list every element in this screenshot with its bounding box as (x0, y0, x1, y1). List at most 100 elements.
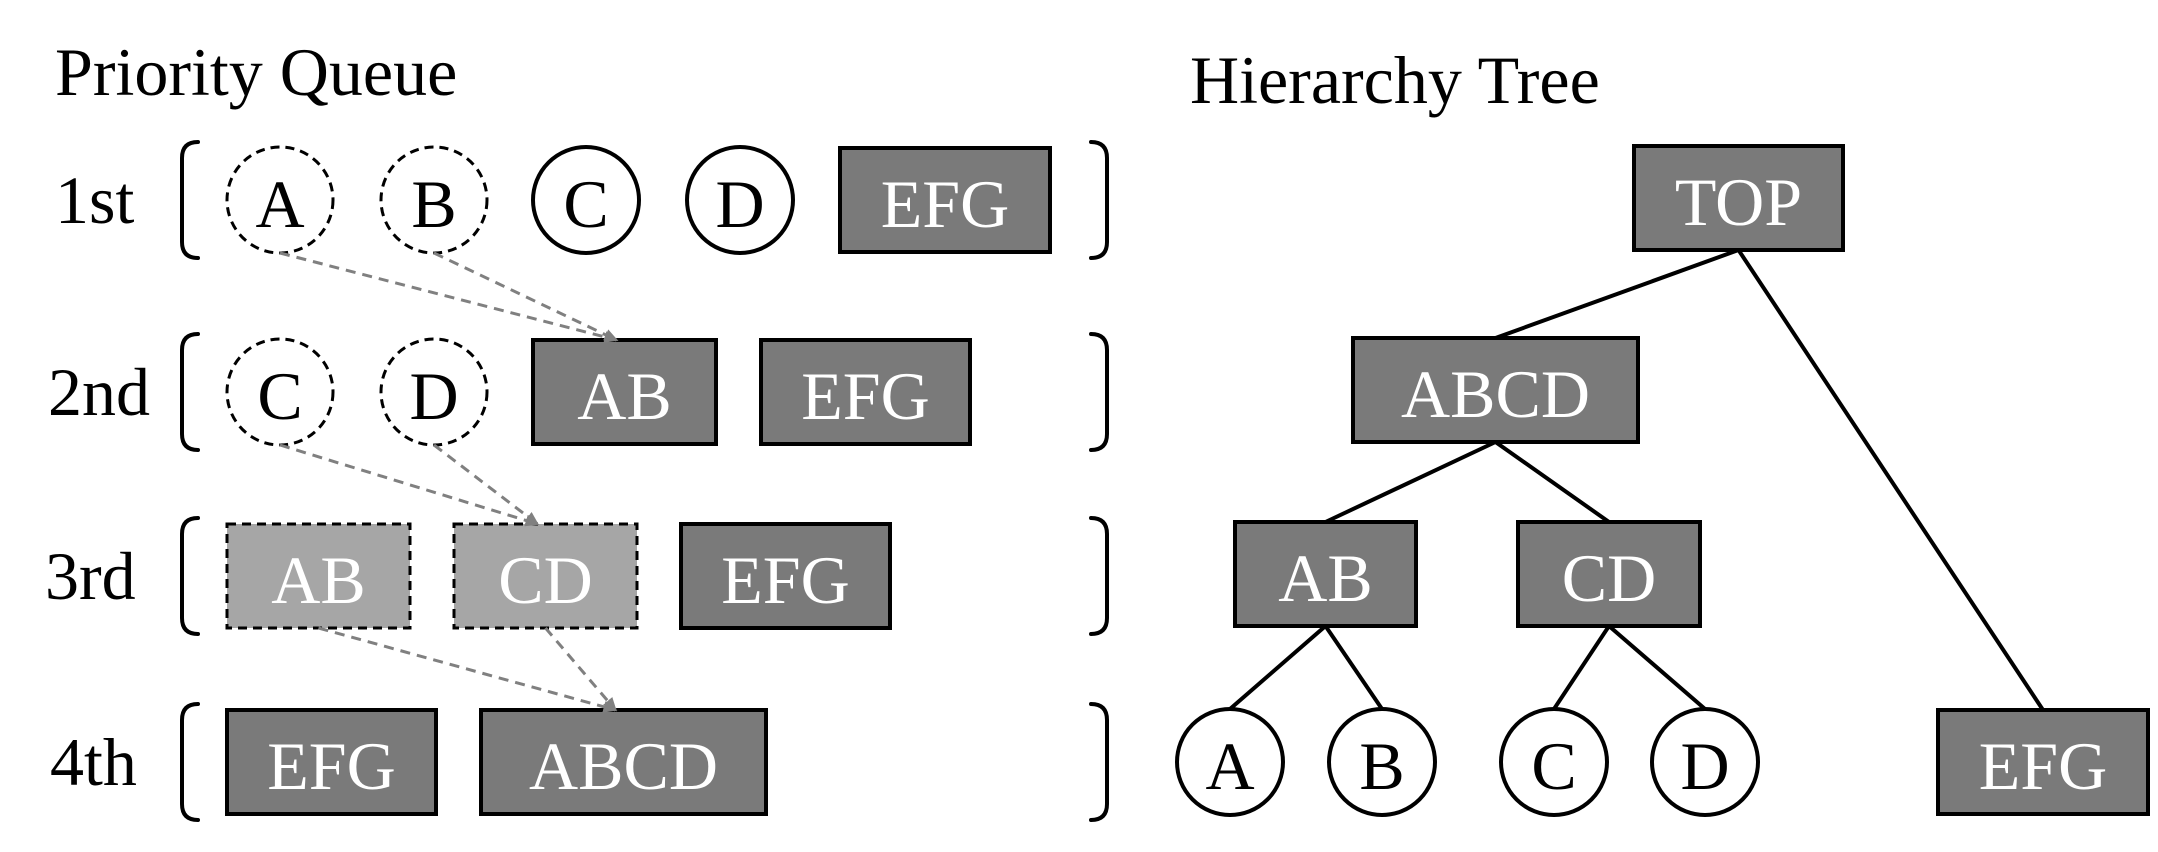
right-bracket (1089, 702, 1109, 822)
tree-node-a: A (1175, 707, 1285, 817)
queue-row-3rd: 3rd AB CD EFG (45, 516, 1109, 636)
queue-item-ab: AB (531, 338, 718, 446)
tree-node-cd: CD (1516, 520, 1702, 628)
tree-node-efg: EFG (1936, 708, 2150, 816)
node-circle (685, 145, 795, 255)
node-circle (1499, 707, 1609, 817)
node-circle (531, 145, 641, 255)
queue-item-ab: AB (225, 522, 412, 630)
queue-item-a: A (225, 145, 335, 255)
queue-item-efg: EFG (225, 708, 438, 816)
merge-arrow (279, 443, 540, 527)
node-label: TOP (1675, 164, 1802, 240)
tree-node-d: D (1650, 707, 1760, 817)
node-box (679, 522, 892, 630)
row-label: 4th (50, 724, 137, 800)
node-box (1351, 336, 1640, 444)
priority-queue-title: Priority Queue (55, 34, 457, 110)
node-label: D (1680, 728, 1729, 804)
tree-edge (1324, 440, 1497, 524)
node-box (452, 522, 639, 630)
node-box (225, 708, 438, 816)
node-box (759, 338, 972, 446)
tree-edges (1228, 248, 2045, 712)
merge-arrows (279, 251, 619, 713)
node-label: AB (271, 542, 365, 618)
tree-node-c: C (1499, 707, 1609, 817)
tree-node-ab: AB (1233, 520, 1418, 628)
node-box (1936, 708, 2150, 816)
row-label: 2nd (48, 354, 150, 430)
node-label: D (715, 166, 764, 242)
node-label: C (1531, 728, 1576, 804)
node-label: B (1359, 728, 1404, 804)
left-bracket (180, 516, 200, 636)
node-circle (1175, 707, 1285, 817)
queue-item-d: D (379, 337, 489, 447)
queue-item-d: D (685, 145, 795, 255)
node-label: AB (1278, 540, 1372, 616)
node-label: D (409, 358, 458, 434)
node-box (479, 708, 768, 816)
tree-edge (1494, 248, 1740, 340)
right-bracket (1089, 332, 1109, 452)
node-label: AB (577, 358, 671, 434)
node-box (531, 338, 718, 446)
merge-arrow (433, 443, 540, 526)
node-label: A (1205, 728, 1254, 804)
tree-edge (1228, 624, 1327, 711)
merge-arrow (433, 251, 619, 342)
node-label: ABCD (529, 728, 718, 804)
merge-arrow (279, 251, 619, 343)
left-bracket (180, 140, 200, 260)
node-circle (1650, 707, 1760, 817)
node-label: A (255, 166, 304, 242)
queue-item-b: B (379, 145, 489, 255)
right-bracket (1089, 516, 1109, 636)
queue-item-abcd: ABCD (479, 708, 768, 816)
queue-item-efg: EFG (679, 522, 892, 630)
node-label: EFG (1979, 728, 2107, 804)
node-label: B (411, 166, 456, 242)
tree-edge (1494, 440, 1611, 524)
queue-item-efg: EFG (759, 338, 972, 446)
queue-row-2nd: 2nd C D AB EFG (48, 332, 1109, 452)
tree-edge (1607, 624, 1707, 711)
merge-arrow (544, 627, 617, 712)
hierarchy-tree-title: Hierarchy Tree (1190, 42, 1600, 118)
node-circle (1327, 707, 1437, 817)
tree-edge (1736, 248, 2045, 712)
node-box (1233, 520, 1418, 628)
left-bracket (180, 332, 200, 452)
node-label: CD (498, 542, 592, 618)
queue-item-efg: EFG (838, 146, 1052, 254)
queue-item-c: C (531, 145, 641, 255)
tree-node-abcd: ABCD (1351, 336, 1640, 444)
tree-edge (1552, 624, 1611, 711)
right-bracket (1089, 140, 1109, 260)
node-label: EFG (721, 542, 849, 618)
queue-row-4th: 4th EFG ABCD (50, 702, 1109, 822)
row-label: 3rd (45, 538, 136, 614)
node-box (1516, 520, 1702, 628)
node-box (838, 146, 1052, 254)
node-label: CD (1562, 540, 1656, 616)
node-label: EFG (267, 728, 395, 804)
queue-item-c: C (225, 337, 335, 447)
tree-node-b: B (1327, 707, 1437, 817)
node-label: EFG (881, 166, 1009, 242)
node-label: C (257, 358, 302, 434)
node-label: ABCD (1401, 356, 1590, 432)
node-label: EFG (801, 358, 929, 434)
merge-arrow (318, 626, 618, 713)
tree-node-top: TOP (1632, 144, 1845, 252)
tree-edge (1323, 624, 1384, 711)
row-label: 1st (55, 162, 134, 238)
node-label: C (563, 166, 608, 242)
queue-item-cd: CD (452, 522, 639, 630)
left-bracket (180, 702, 200, 822)
queue-row-1st: 1st A B C D EFG (55, 140, 1109, 260)
